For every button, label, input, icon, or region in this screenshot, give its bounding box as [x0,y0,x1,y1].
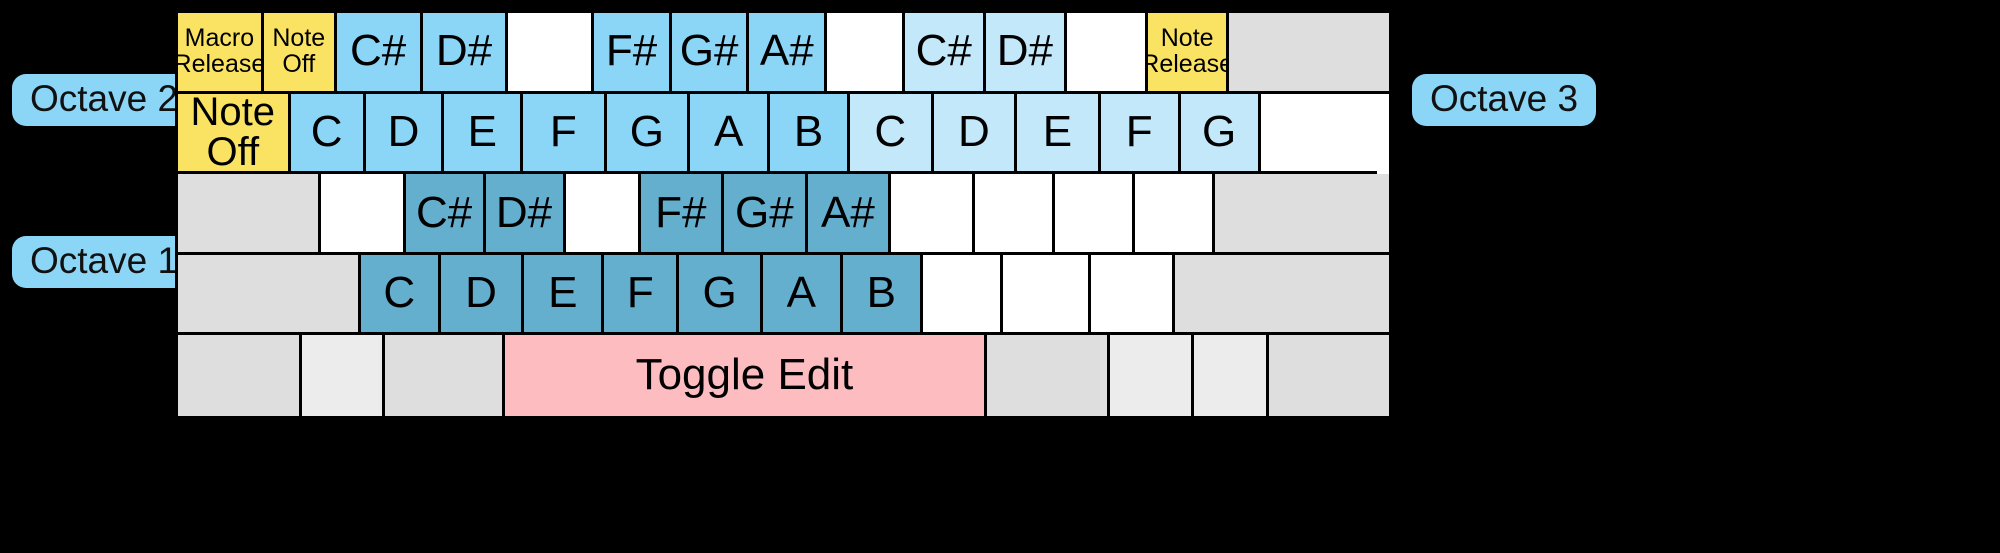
key-g-sharp[interactable]: G# [724,174,808,255]
key-blank[interactable] [178,254,361,336]
key-note-release[interactable]: Note Release [1148,13,1230,94]
key-blank[interactable] [565,174,641,255]
key-blank[interactable] [1260,93,1377,175]
octave1-sharps-row: C#D# F#G#A# [178,174,1389,255]
key-g[interactable]: G [679,254,763,336]
key-g[interactable]: G [1180,93,1261,175]
octave-1-label: Octave 1 [12,236,197,288]
key-blank[interactable] [178,335,302,416]
key-blank[interactable] [1066,13,1149,94]
key-e[interactable]: E [444,93,524,175]
key-blank[interactable] [1134,174,1215,255]
key-d[interactable]: D [365,93,445,175]
key-d-sharp[interactable]: D# [485,174,566,255]
key-note-off[interactable]: Note Off [263,13,337,94]
key-f[interactable]: F [1100,93,1181,175]
key-blank[interactable] [1091,254,1175,336]
key-c-sharp[interactable]: C# [336,13,423,94]
key-d[interactable]: D [440,254,525,336]
key-g[interactable]: G [606,93,691,175]
key-b[interactable]: B [770,93,851,175]
key-c-sharp[interactable]: C# [405,174,486,255]
key-blank[interactable] [1193,335,1270,416]
key-blank[interactable] [320,174,406,255]
key-a[interactable]: A [690,93,771,175]
octave-2-label: Octave 2 [12,74,197,126]
bottom-modifier-row: Toggle Edit [178,335,1389,416]
key-f-sharp[interactable]: F# [640,174,725,255]
key-blank[interactable] [178,174,321,255]
key-blank[interactable] [385,335,505,416]
key-d[interactable]: D [933,93,1018,175]
key-e[interactable]: E [1017,93,1101,175]
octave-3-label: Octave 3 [1412,74,1597,126]
key-g-sharp[interactable]: G# [671,13,750,94]
key-blank[interactable] [1214,174,1389,255]
key-e[interactable]: E [524,254,605,336]
key-blank[interactable] [1002,254,1092,336]
key-blank[interactable] [922,254,1003,336]
key-c-sharp[interactable]: C# [904,13,986,94]
key-a-sharp[interactable]: A# [807,174,892,255]
key-blank[interactable] [1229,13,1389,94]
key-a[interactable]: A [762,254,843,336]
key-blank[interactable] [974,174,1055,255]
key-blank[interactable] [1174,254,1389,336]
key-d-sharp[interactable]: D# [985,13,1067,94]
key-f[interactable]: F [523,93,607,175]
key-c[interactable]: C [360,254,441,336]
key-macro-release[interactable]: Macro Release [178,13,264,94]
key-blank[interactable] [986,335,1111,416]
key-blank[interactable] [301,335,386,416]
key-note-off[interactable]: Note Off [178,93,291,175]
key-blank[interactable] [891,174,975,255]
key-blank[interactable] [1269,335,1389,416]
key-blank[interactable] [1054,174,1135,255]
key-d-sharp[interactable]: D# [422,13,509,94]
key-blank[interactable] [508,13,595,94]
key-a-sharp[interactable]: A# [749,13,828,94]
key-blank[interactable] [1110,335,1194,416]
key-blank[interactable] [827,13,905,94]
key-f-sharp[interactable]: F# [594,13,672,94]
key-c[interactable]: C [850,93,934,175]
key-toggle-edit[interactable]: Toggle Edit [504,335,987,416]
key-f[interactable]: F [604,254,680,336]
key-c[interactable]: C [290,93,366,175]
key-b[interactable]: B [842,254,923,336]
